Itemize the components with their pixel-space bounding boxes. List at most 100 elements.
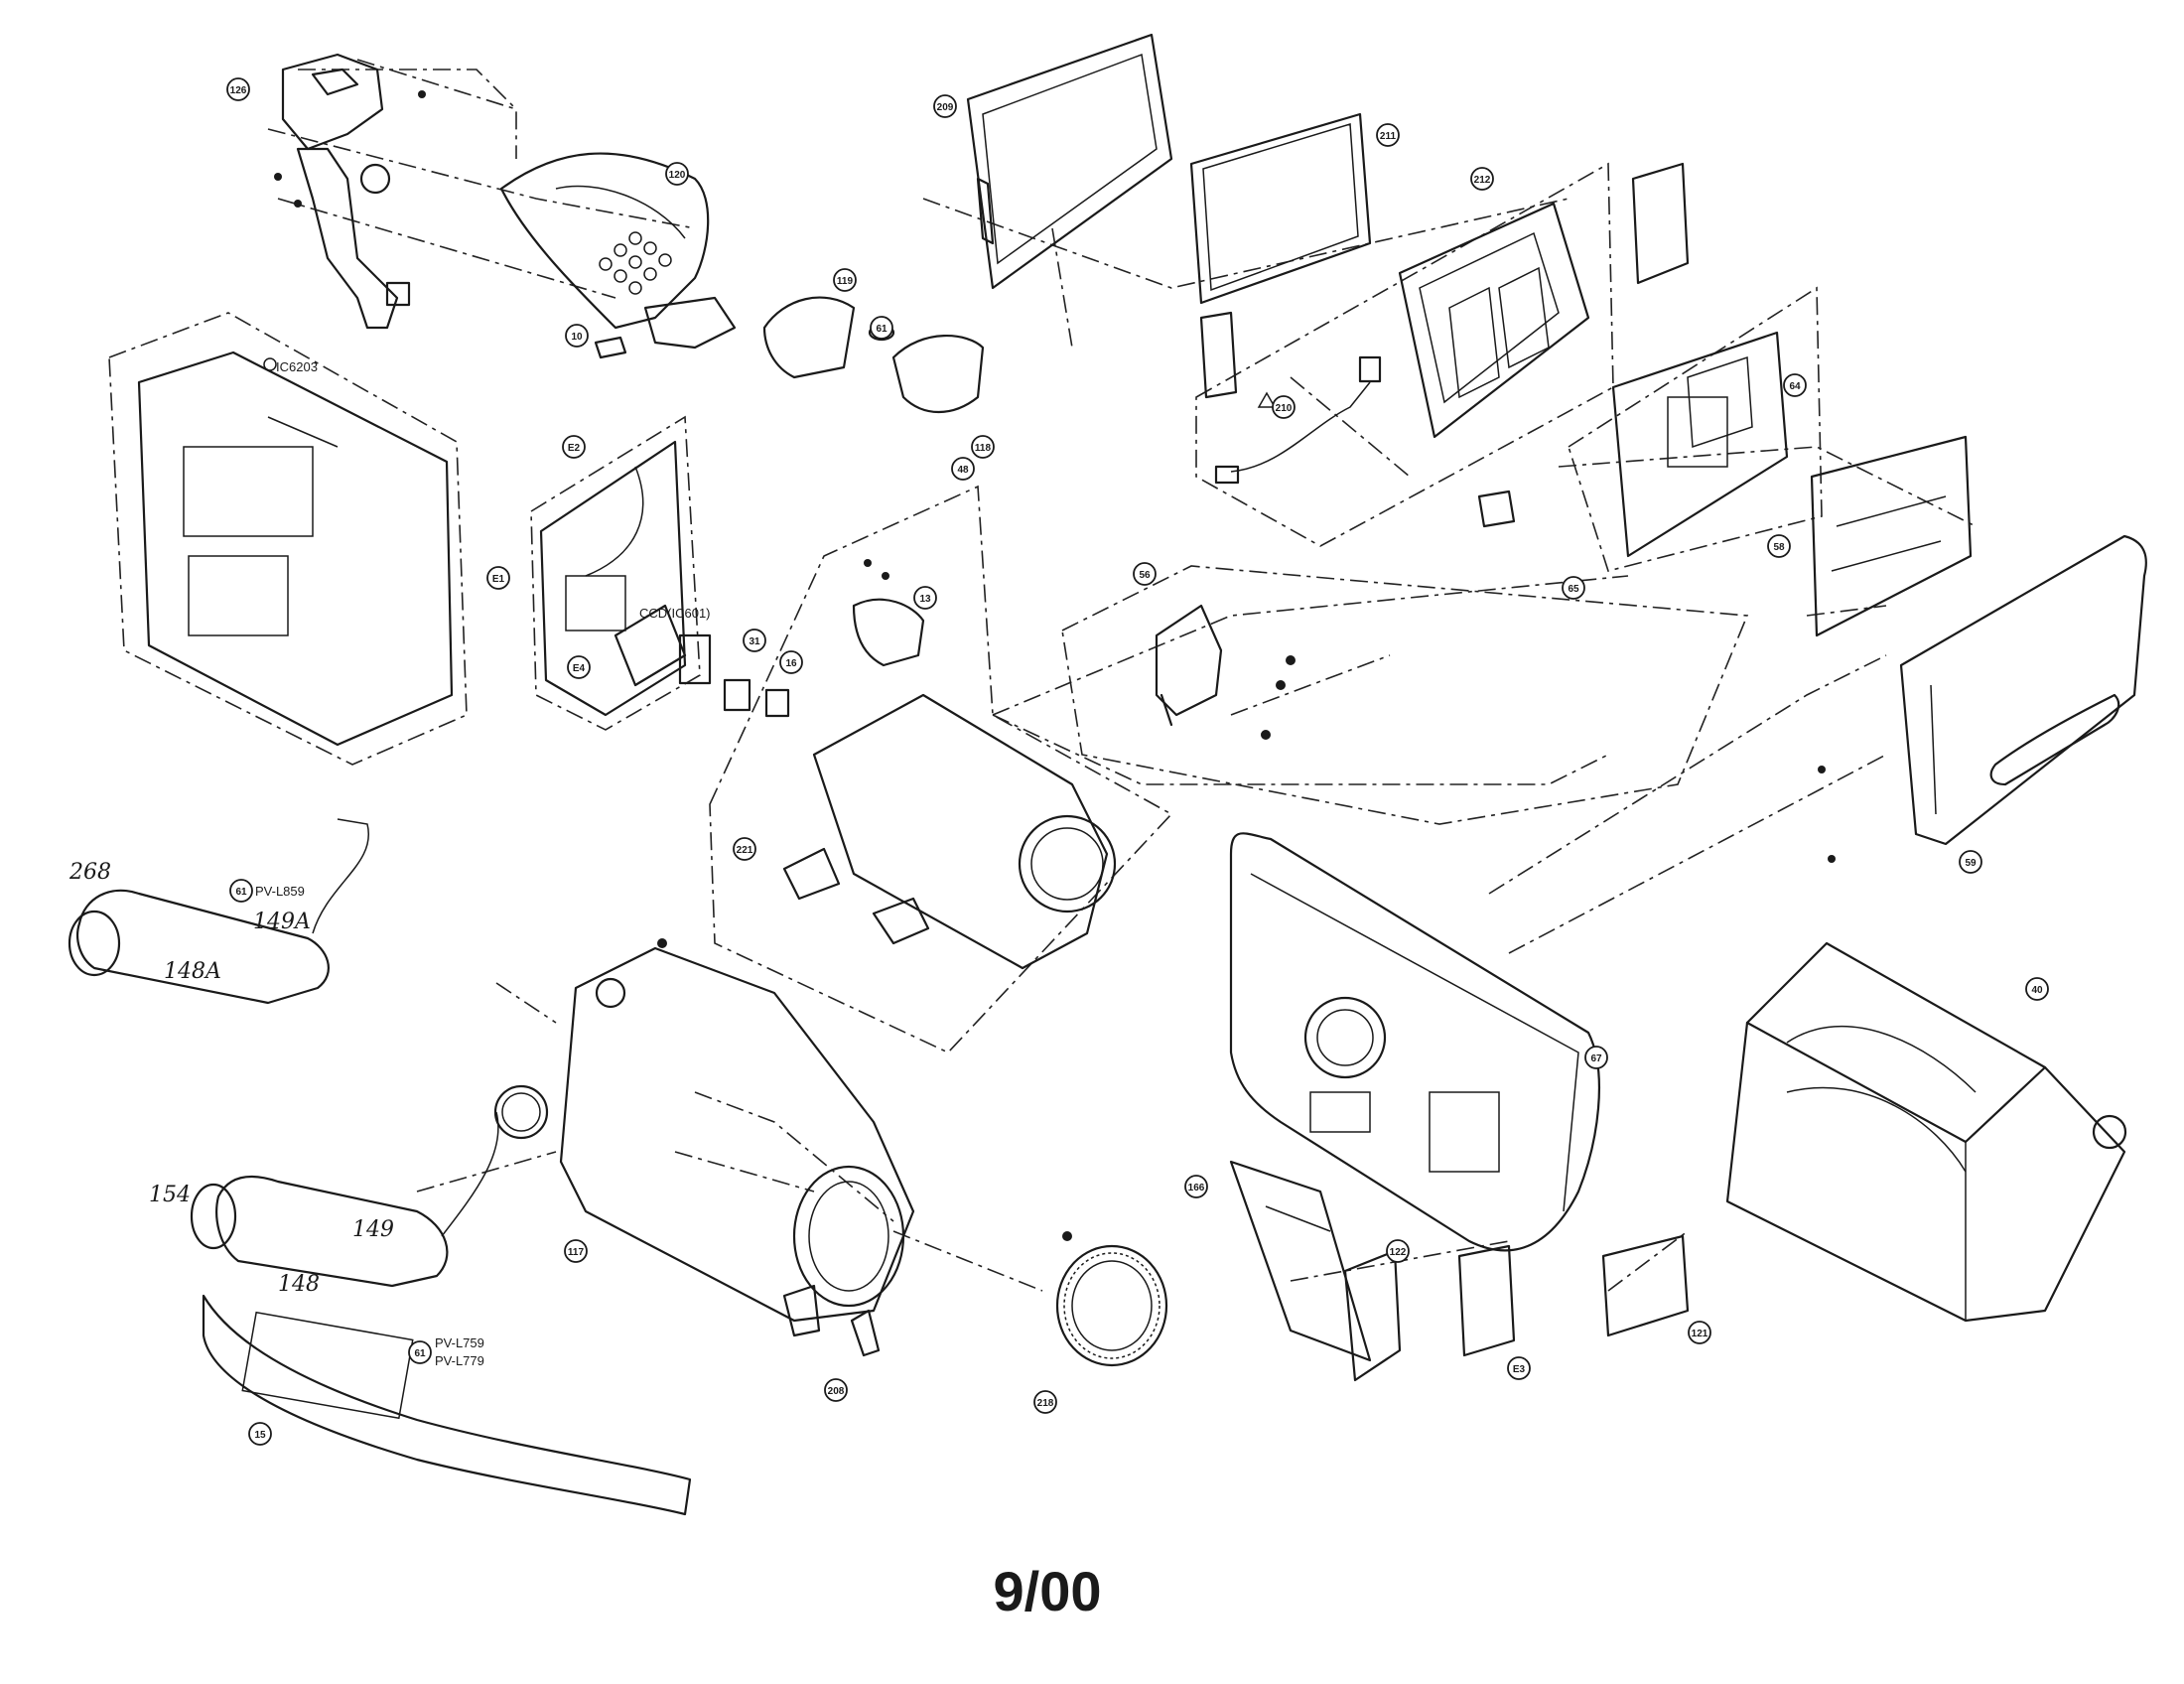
svg-text:211: 211 [1380,131,1397,142]
callout-40: 40 [2025,977,2049,1001]
callout-67: 67 [1584,1046,1608,1069]
part-board-e2 [539,440,687,717]
part-lens-unit [782,559,1117,970]
callout-13: 13 [913,586,937,610]
svg-text:61: 61 [235,887,247,898]
label-model-759: PV-L759 [435,1335,484,1350]
handwritten-148a: 148A [164,959,221,984]
part-board-166 [1229,1160,1402,1382]
callout-16: 16 [779,650,803,674]
callout-31: 31 [743,629,766,652]
callout-61-vf759: 61 [408,1340,432,1364]
part-board-58 [1810,435,1973,637]
callout-10: 10 [565,324,589,348]
svg-text:E3: E3 [1513,1364,1526,1375]
svg-text:E1: E1 [492,574,505,585]
part-lcd-frame [966,33,1173,290]
svg-text:209: 209 [937,102,954,113]
svg-text:61: 61 [876,324,887,335]
callout-61-vf859: 61 [229,879,253,903]
callout-e4: E4 [567,655,591,679]
svg-text:118: 118 [975,443,992,454]
callout-e2: E2 [562,435,586,459]
handwritten-148: 148 [278,1272,320,1297]
callout-120: 120 [665,162,689,186]
callout-211: 211 [1376,123,1400,147]
svg-text:10: 10 [571,332,583,343]
handwritten-149a: 149A [253,910,311,934]
callout-121: 121 [1688,1321,1711,1344]
part-ccd-block [614,604,790,718]
svg-text:166: 166 [1188,1183,1205,1193]
svg-text:56: 56 [1139,570,1151,581]
part-handle-grip [499,152,737,350]
svg-text:122: 122 [1390,1247,1407,1258]
callout-e3: E3 [1507,1356,1531,1380]
handwritten-268: 268 [68,860,111,885]
part-sheet-122 [1601,1234,1690,1337]
svg-text:126: 126 [230,85,247,96]
svg-text:E4: E4 [573,663,586,674]
part-small-clip [594,296,985,414]
label-model-859: PV-L859 [255,884,305,899]
svg-text:221: 221 [737,845,753,856]
handwritten-149: 149 [352,1217,394,1242]
svg-text:65: 65 [1568,584,1579,595]
svg-text:119: 119 [837,276,854,287]
callout-117: 117 [564,1239,588,1263]
part-lcd-cable [1214,355,1382,485]
part-front-case [493,938,915,1357]
callout-61-top: 61 [870,316,893,340]
svg-text:31: 31 [749,636,760,647]
assembly-guide-lines [267,59,1977,1292]
callout-119: 119 [833,268,857,292]
callout-64: 64 [1783,373,1807,397]
callout-56: 56 [1133,562,1157,586]
label-ic6203: IC6203 [276,359,318,374]
callout-218: 218 [1033,1390,1057,1414]
svg-text:218: 218 [1037,1398,1054,1409]
part-bracket-56 [1155,604,1296,740]
part-side-cover [1818,534,2147,863]
svg-text:E2: E2 [568,443,581,454]
callout-208: 208 [824,1378,848,1402]
callout-126: 126 [226,77,250,101]
subassembly-frames [108,162,1823,1053]
callout-212: 212 [1470,167,1494,191]
callout-209: 209 [933,94,957,118]
svg-text:117: 117 [568,1247,585,1258]
handwritten-154: 154 [149,1183,191,1207]
callout-59: 59 [1959,850,1982,874]
svg-text:212: 212 [1474,175,1491,186]
footer-date-code: 9/00 [994,1560,1102,1622]
part-lens-ring [1055,1231,1168,1367]
label-model-779: PV-L779 [435,1353,484,1368]
svg-text:121: 121 [1692,1329,1708,1339]
callout-65: 65 [1562,576,1585,600]
callout-118: 118 [971,435,995,459]
part-handle-bracket [274,53,426,330]
label-ccd: CCD(IC601) [639,606,711,621]
svg-text:120: 120 [669,170,686,181]
svg-text:48: 48 [957,465,969,476]
svg-text:67: 67 [1590,1053,1602,1064]
svg-text:210: 210 [1276,403,1293,414]
part-main-chassis [1229,832,1600,1252]
svg-text:40: 40 [2031,985,2043,996]
callout-e1: E1 [486,566,510,590]
svg-text:59: 59 [1965,858,1977,869]
part-lcd-rear-frame [1398,162,1690,528]
svg-text:13: 13 [919,594,931,605]
svg-text:208: 208 [828,1386,845,1397]
part-board-e1 [137,351,454,747]
svg-text:58: 58 [1773,542,1785,553]
part-viewfinder-859 [68,818,370,1005]
svg-text:64: 64 [1789,381,1801,392]
part-board-121 [1457,1244,1516,1357]
part-board-65 [1611,331,1789,558]
callout-221: 221 [733,837,756,861]
part-hand-strap [202,1294,692,1516]
callout-166: 166 [1184,1175,1208,1198]
part-mechanism-chassis [1725,941,2127,1323]
